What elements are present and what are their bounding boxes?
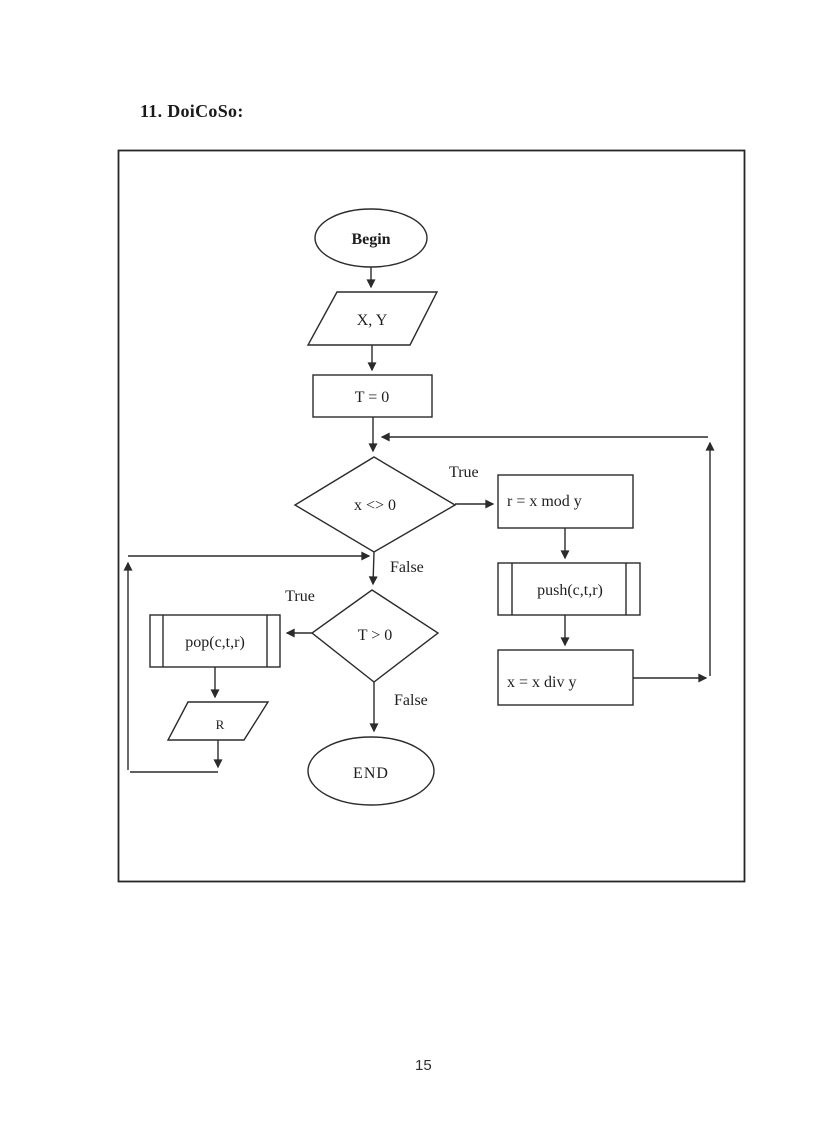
end-terminator-shape [307, 736, 435, 806]
decision1-label: x <> 0 [354, 497, 396, 514]
edge-decision1-to-decision2 [368, 551, 378, 586]
pop-label: pop(c,t,r) [185, 634, 245, 651]
init-label: T = 0 [355, 389, 390, 406]
decision2-false-label: False [394, 692, 428, 709]
page-number: 15 [415, 1057, 432, 1074]
decision2-label: T > 0 [358, 627, 393, 644]
mod-label: r = x mod y [507, 493, 582, 510]
init-process-shape [312, 374, 433, 418]
begin-label: Begin [351, 231, 390, 248]
decision2-true-label: True [285, 588, 315, 605]
input-label: X, Y [357, 312, 388, 329]
decision1-true-label: True [449, 464, 479, 481]
figure-border [117, 149, 746, 883]
output-io-shape [166, 701, 270, 741]
div-label: x = x div y [507, 674, 576, 691]
section-heading: 11. DoiCoSo: [140, 101, 244, 121]
push-predefined-shape [497, 562, 641, 616]
input-io-shape [306, 291, 439, 346]
output-label: R [216, 717, 225, 732]
decision1-false-label: False [390, 559, 424, 576]
flowchart-canvas: Begin X, Y T = 0 x <> 0 True r = x mod y… [117, 149, 746, 883]
end-label: END [353, 765, 389, 782]
push-label: push(c,t,r) [537, 582, 603, 599]
